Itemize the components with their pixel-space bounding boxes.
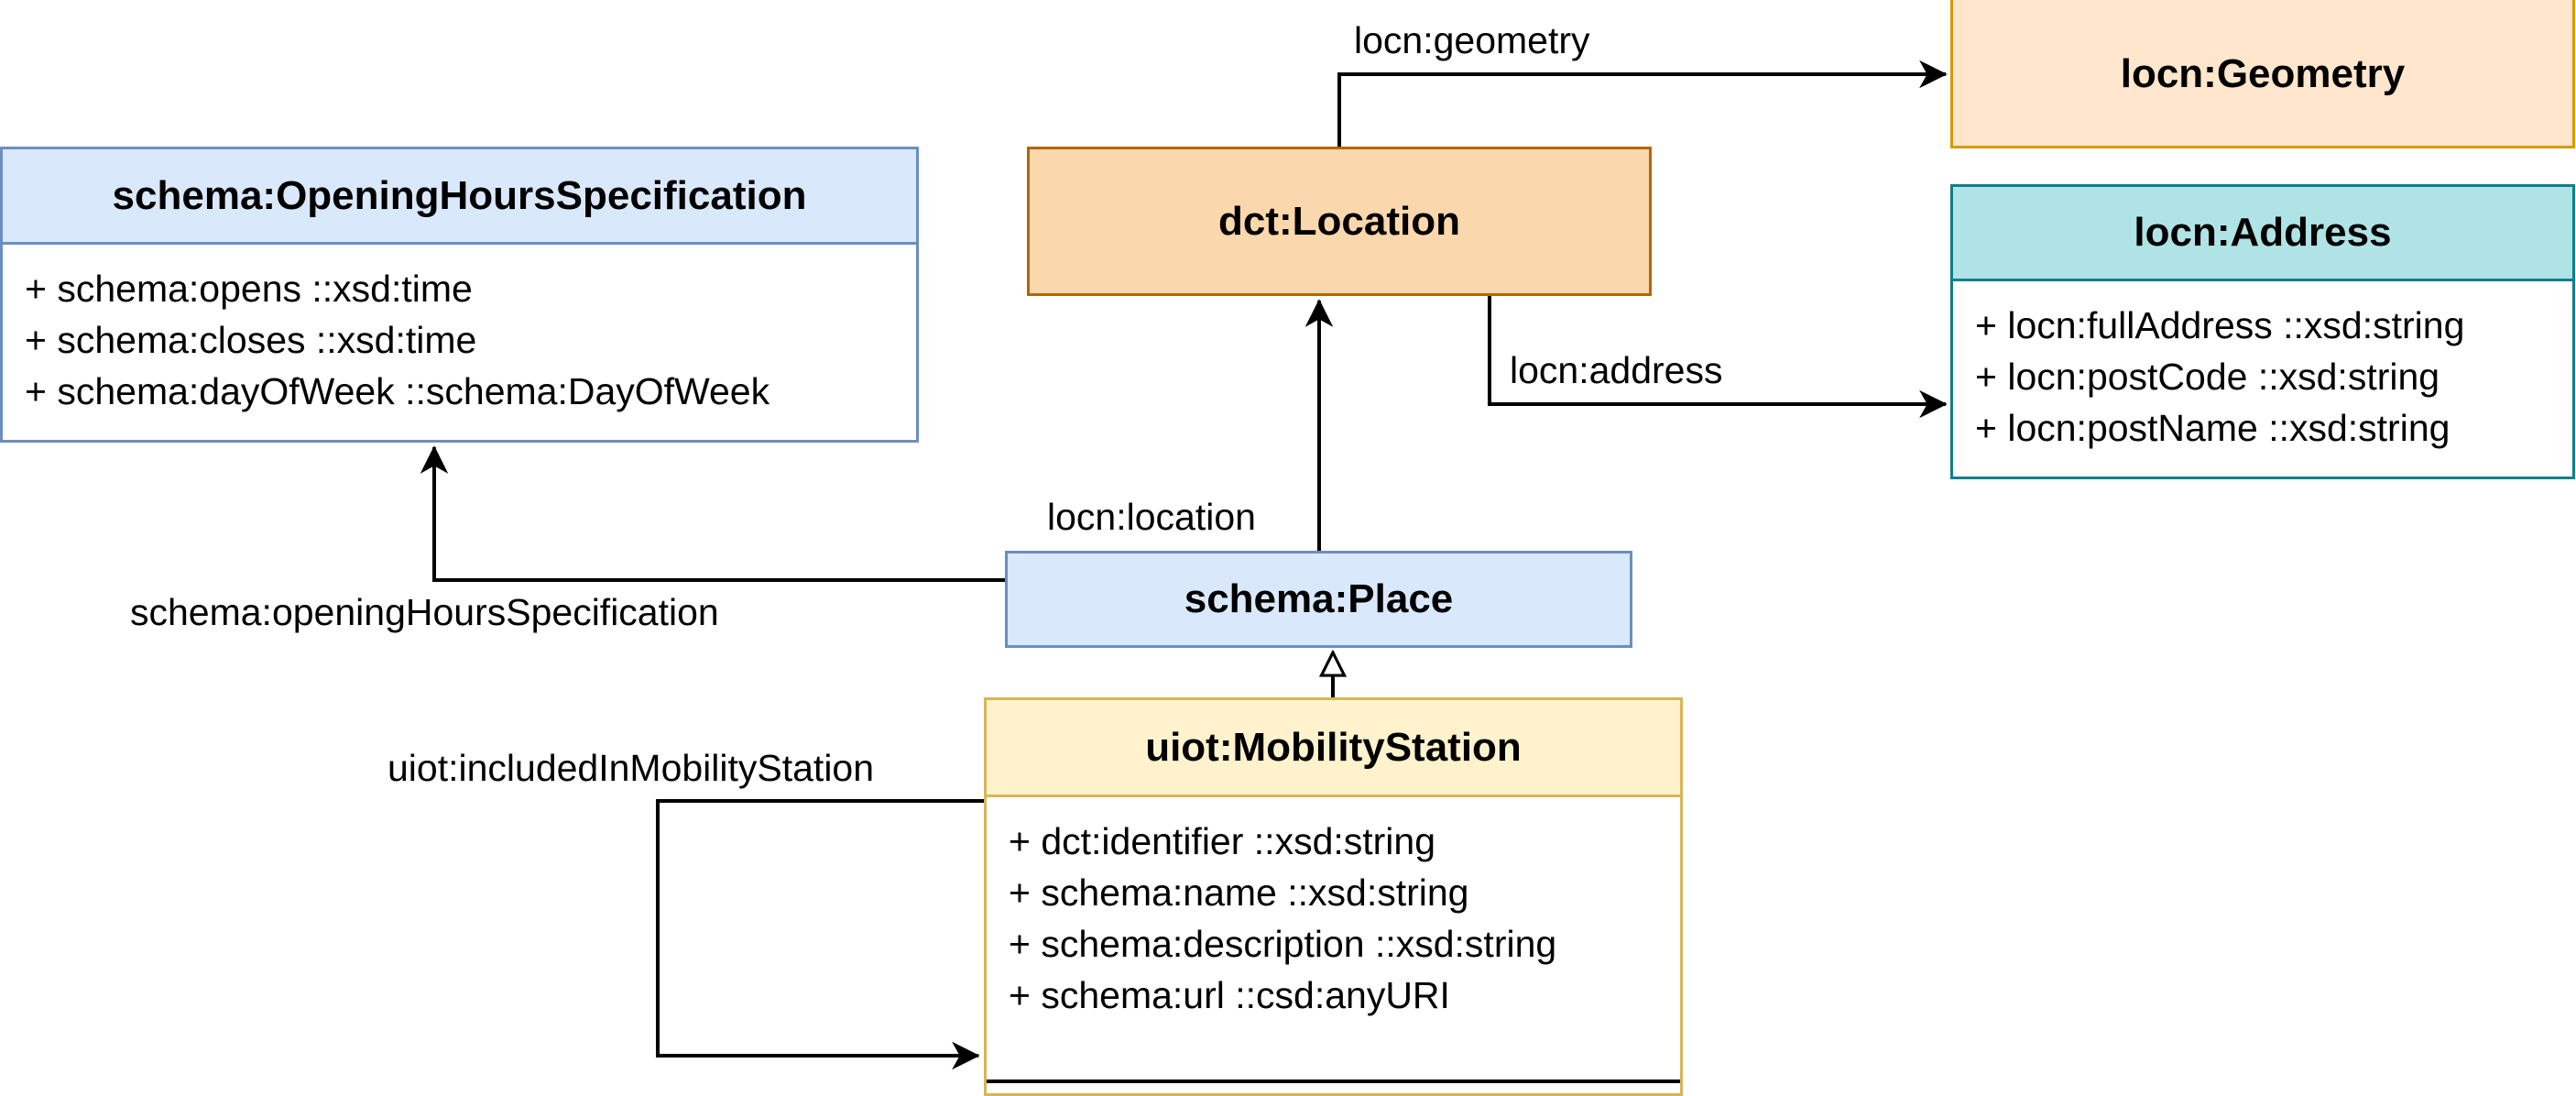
attribute-post-code: + locn:postCode ::xsd:string — [1975, 356, 2440, 398]
class-locn-address[interactable]: locn:Address + locn:fullAddress ::xsd:st… — [1950, 184, 2575, 479]
edge-label-address: locn:address — [1510, 349, 1723, 391]
class-attributes: + dct:identifier ::xsd:string + schema:n… — [987, 797, 1680, 1021]
class-title: locn:Geometry — [2120, 51, 2406, 96]
class-dct-location[interactable]: dct:Location — [1027, 147, 1652, 296]
attribute-name: + schema:name ::xsd:string — [1009, 871, 1469, 914]
class-title: schema:OpeningHoursSpecification — [3, 149, 916, 245]
attribute-description: + schema:description ::xsd:string — [1009, 923, 1557, 965]
attribute-closes: + schema:closes ::xsd:time — [25, 319, 477, 361]
attribute-post-name: + locn:postName ::xsd:string — [1975, 407, 2450, 449]
class-schema-opening-hours-specification[interactable]: schema:OpeningHoursSpecification + schem… — [0, 147, 919, 443]
edge-opening-hours — [420, 445, 1005, 582]
class-attributes: + schema:opens ::xsd:time + schema:close… — [3, 245, 916, 417]
edge-label-geometry: locn:geometry — [1354, 19, 1590, 61]
edge-geometry — [1337, 60, 1948, 147]
operations-separator — [987, 1080, 1680, 1083]
class-schema-place[interactable]: schema:Place — [1005, 551, 1632, 648]
edge-label-included-in: uiot:includedInMobilityStation — [387, 747, 875, 789]
edge-included-in — [656, 799, 984, 1070]
class-title: uiot:MobilityStation — [987, 700, 1680, 797]
edge-label-location: locn:location — [1047, 496, 1256, 538]
class-title: locn:Address — [1953, 187, 2572, 281]
edge-label-opening-hours: schema:openingHoursSpecification — [130, 591, 719, 633]
class-locn-geometry[interactable]: locn:Geometry — [1950, 0, 2575, 148]
class-title: dct:Location — [1218, 198, 1460, 244]
attribute-day-of-week: + schema:dayOfWeek ::schema:DayOfWeek — [25, 370, 770, 412]
class-attributes: + locn:fullAddress ::xsd:string + locn:p… — [1953, 281, 2572, 454]
edge-address — [1488, 296, 1948, 419]
class-title: schema:Place — [1184, 576, 1454, 621]
attribute-url: + schema:url ::csd:anyURI — [1009, 974, 1450, 1016]
attribute-opens: + schema:opens ::xsd:time — [25, 268, 473, 310]
attribute-identifier: + dct:identifier ::xsd:string — [1009, 820, 1436, 862]
class-uiot-mobility-station[interactable]: uiot:MobilityStation + dct:identifier ::… — [984, 697, 1683, 1096]
attribute-full-address: + locn:fullAddress ::xsd:string — [1975, 304, 2465, 346]
